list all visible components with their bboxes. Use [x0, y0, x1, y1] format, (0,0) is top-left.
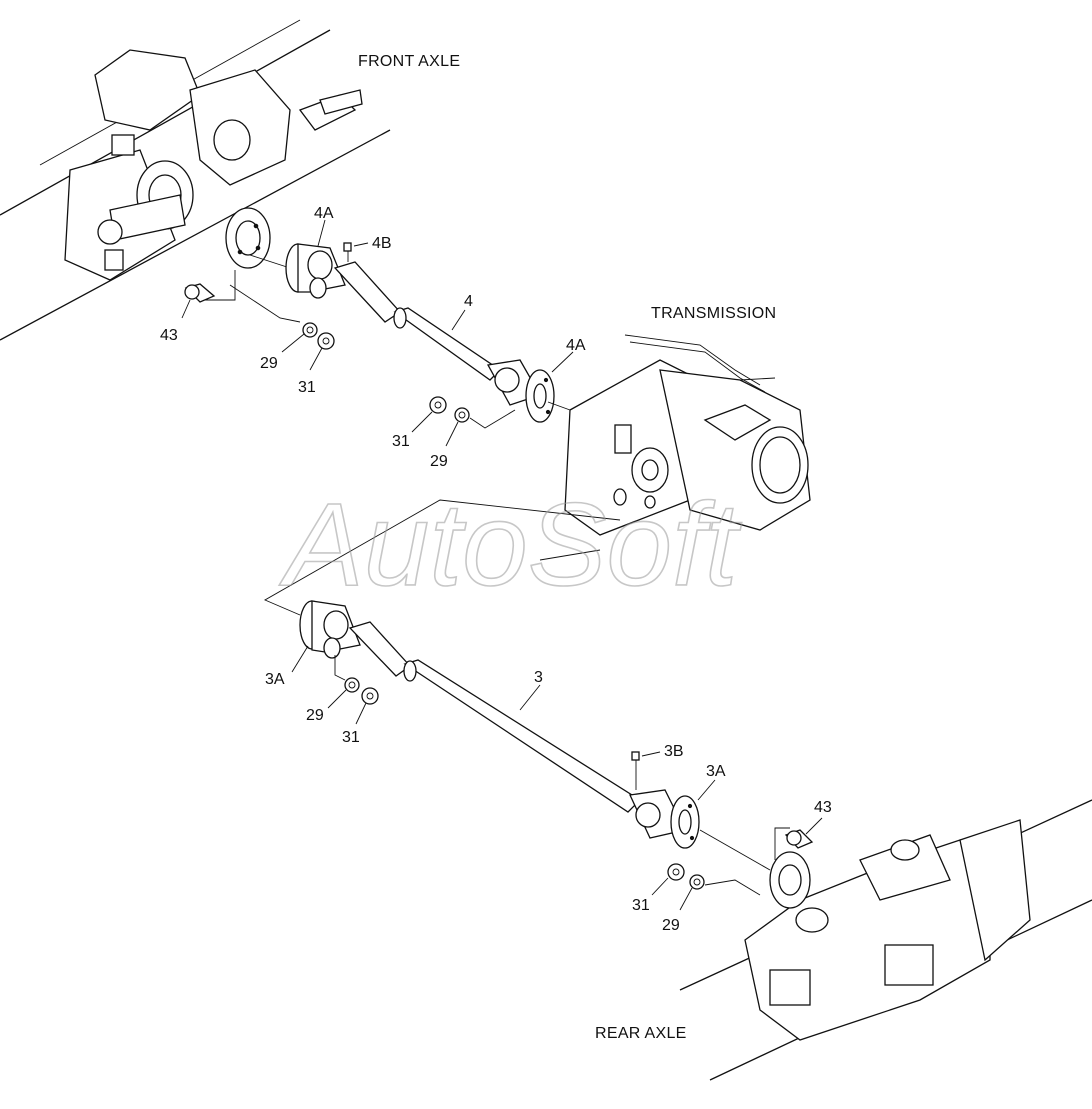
- callout-3: 3: [534, 669, 543, 686]
- callout-29-low: 29: [306, 707, 324, 724]
- callout-31-bottom: 31: [632, 897, 650, 914]
- label-front-axle: FRONT AXLE: [358, 53, 460, 70]
- callout-3a-right: 3A: [706, 763, 726, 780]
- label-rear-axle: REAR AXLE: [595, 1025, 687, 1042]
- rear-hardware: [334, 655, 814, 896]
- watermark-text: AutoSoft: [279, 479, 742, 611]
- front-hardware: [184, 270, 516, 429]
- callout-29-mid: 29: [430, 453, 448, 470]
- leader-lines: [263, 499, 621, 616]
- transmission-assembly: [547, 334, 811, 536]
- callout-leaders: [181, 219, 823, 911]
- callout-29-bottom: 29: [662, 917, 680, 934]
- callout-3b: 3B: [664, 743, 684, 760]
- callout-43-bottom: 43: [814, 799, 832, 816]
- front-axle-assembly: [0, 19, 391, 341]
- callout-4a-top: 4A: [314, 205, 334, 222]
- drive-shaft-4: [249, 242, 555, 423]
- callout-4: 4: [464, 293, 473, 310]
- label-transmission: TRANSMISSION: [651, 305, 776, 322]
- callout-43-top: 43: [160, 327, 178, 344]
- callout-31-low: 31: [342, 729, 360, 746]
- callout-31-top: 31: [298, 379, 316, 396]
- callout-4b: 4B: [372, 235, 392, 252]
- callout-3a-left: 3A: [265, 671, 285, 688]
- drive-shaft-3: [299, 600, 700, 849]
- rear-axle-assembly: [679, 799, 1092, 1081]
- callout-31-mid: 31: [392, 433, 410, 450]
- callout-29-top: 29: [260, 355, 278, 372]
- callout-4a-right: 4A: [566, 337, 586, 354]
